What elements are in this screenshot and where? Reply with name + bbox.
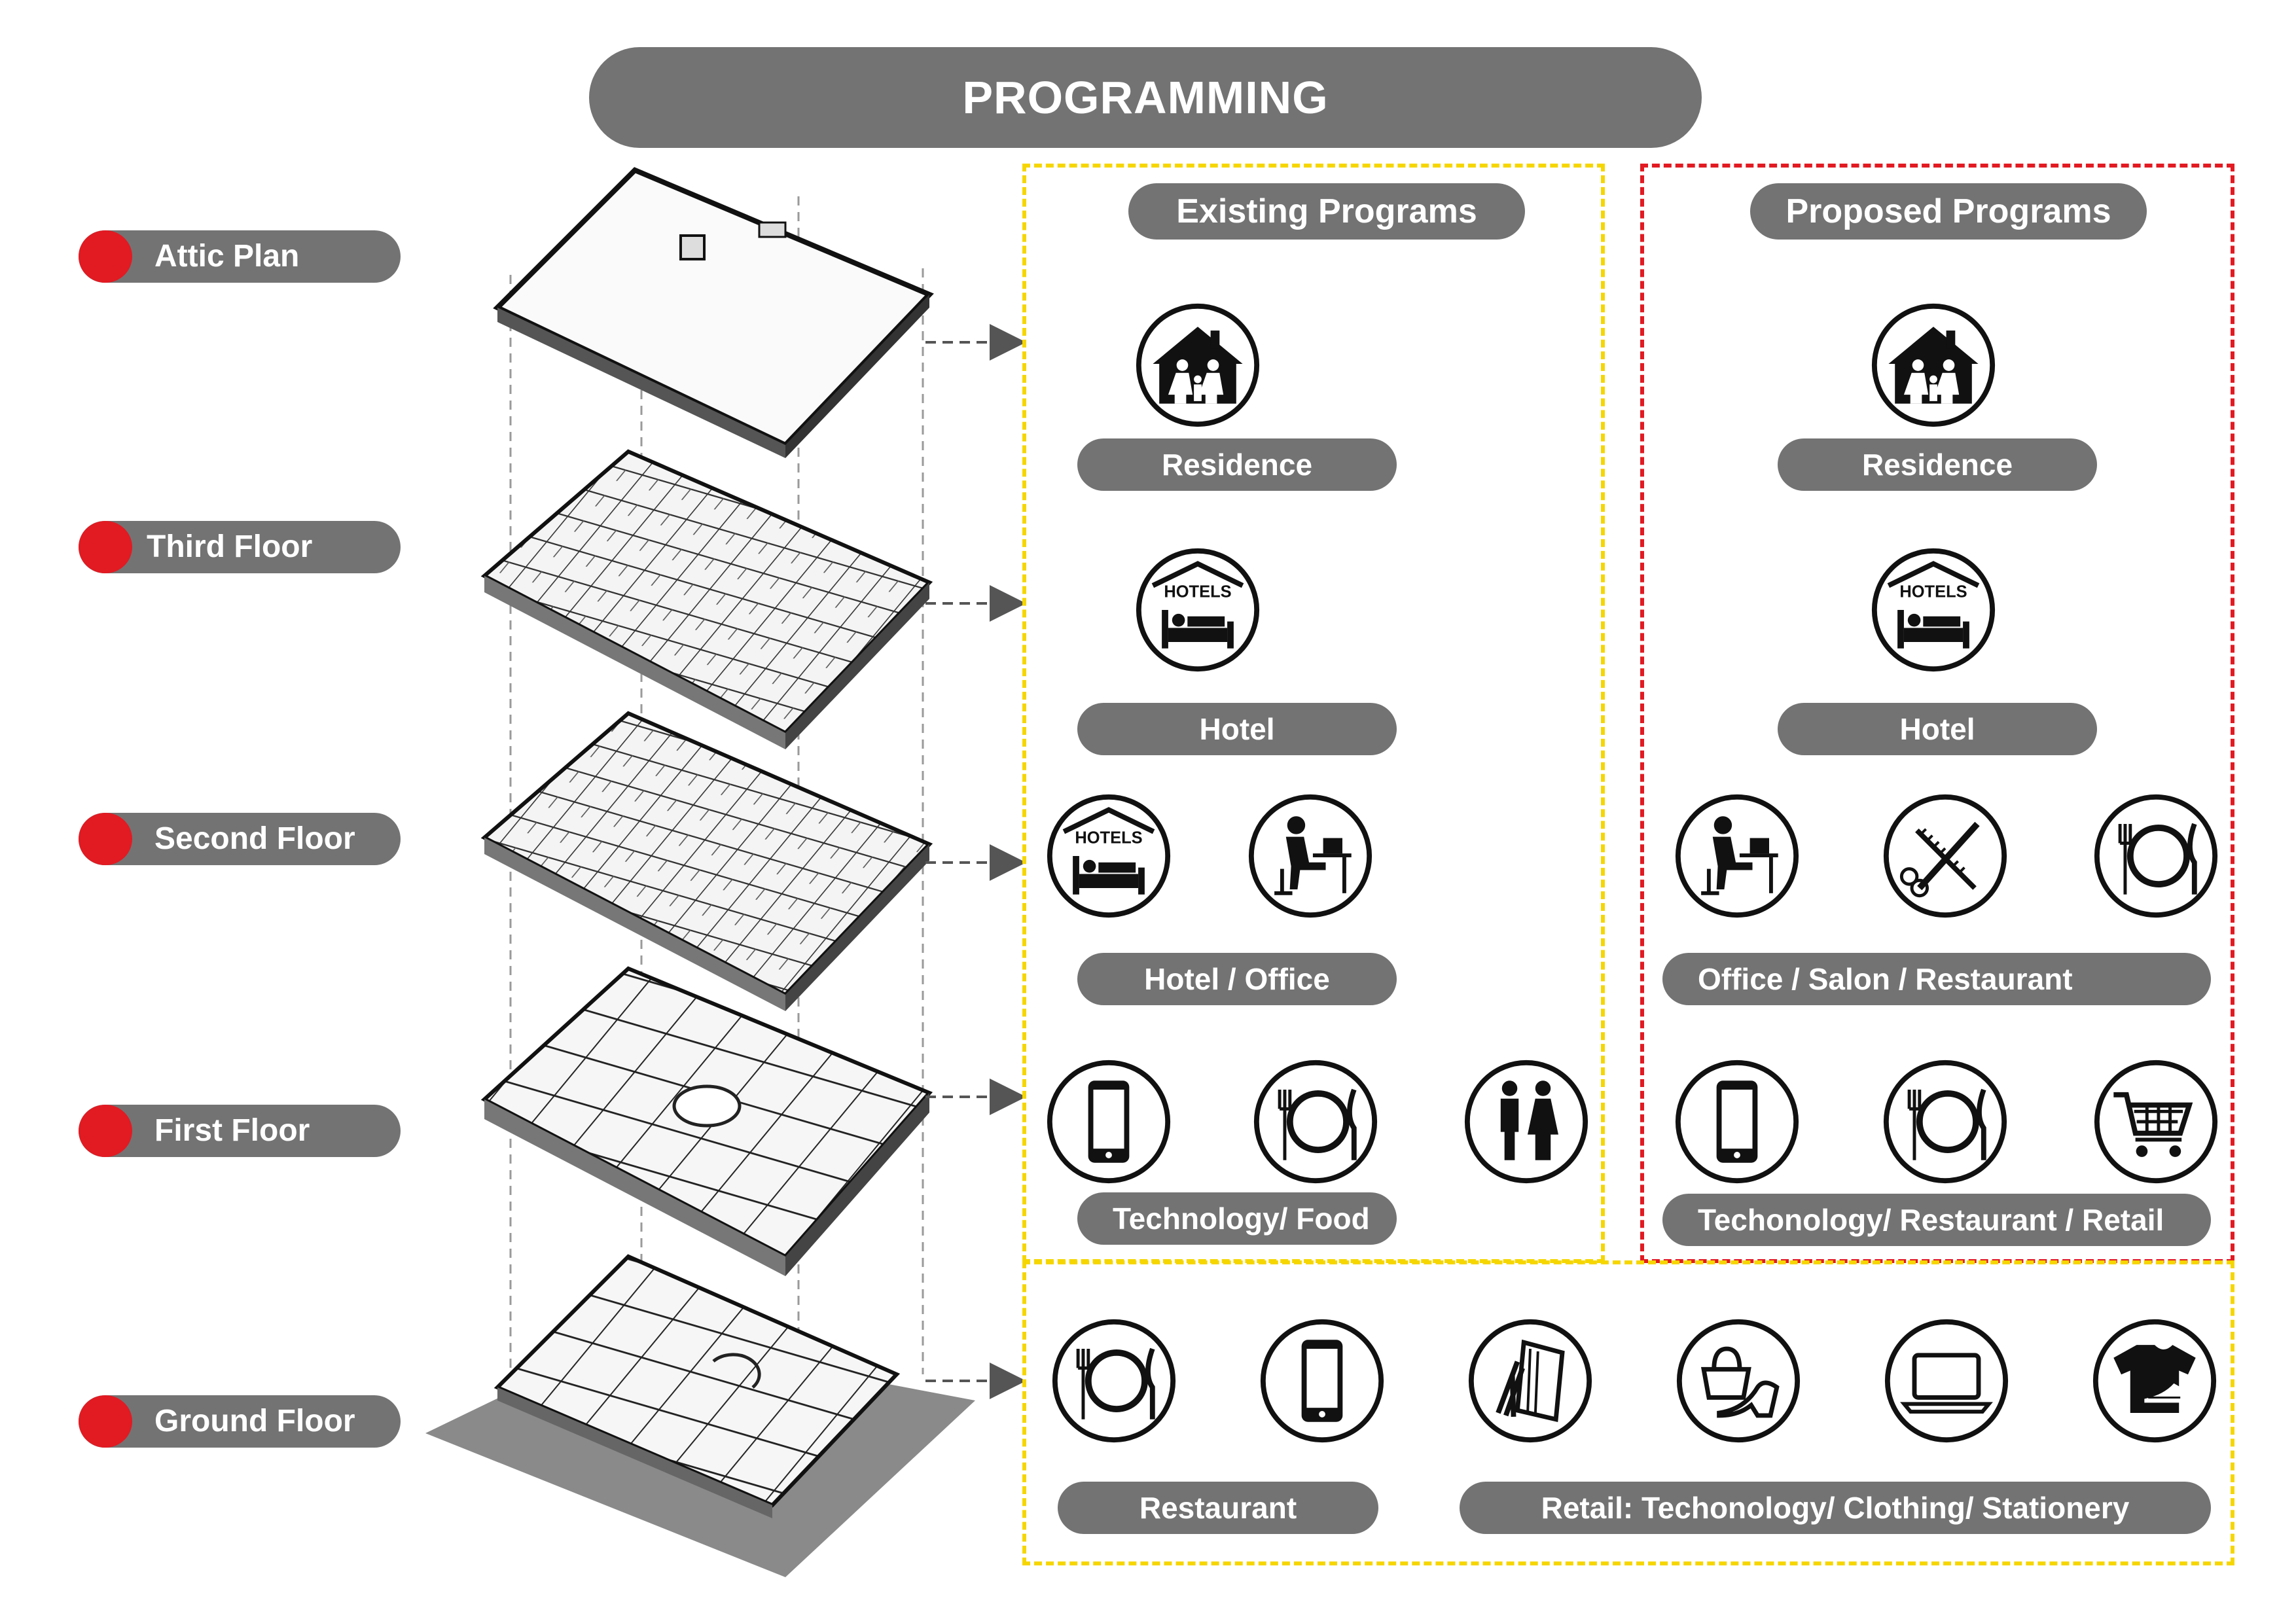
- floor-label-third: Third Floor: [79, 521, 401, 573]
- floor-pill: [79, 1395, 401, 1448]
- office-worker-icon: [1246, 792, 1374, 920]
- plate-cutlery-icon: [1251, 1058, 1380, 1186]
- existing-programs-header: Existing Programs: [1128, 183, 1525, 240]
- existing-first-program: Technology/ Food: [1077, 1192, 1397, 1245]
- plate-cutlery-icon: [2092, 792, 2220, 920]
- floor-label-text: Third Floor: [147, 529, 313, 564]
- exploded-axonometric-building: [425, 167, 975, 1577]
- office-worker-icon: [1673, 792, 1801, 920]
- smartphone-icon: [1673, 1058, 1801, 1186]
- floor-label-attic: Attic Plan: [79, 230, 401, 283]
- existing-attic-program: Residence: [1077, 438, 1397, 491]
- residence-icon: [1869, 301, 1998, 429]
- smartphone-icon: [1258, 1317, 1386, 1445]
- hotel-icon: HOTELS: [1869, 546, 1998, 674]
- red-dot-icon: [79, 1395, 132, 1448]
- proposed-first-program: Techonology/ Restaurant / Retail: [1662, 1194, 2211, 1246]
- floor-label-text: First Floor: [154, 1113, 310, 1148]
- smartphone-icon: [1045, 1058, 1173, 1186]
- page-title: PROGRAMMING: [589, 47, 1702, 148]
- floor-label-ground: Ground Floor: [79, 1395, 401, 1448]
- scissors-comb-icon: [1881, 792, 2009, 920]
- existing-third-program: Hotel: [1077, 703, 1397, 755]
- hotels-sign-text: HOTELS: [1899, 582, 1967, 601]
- attic-plan-slab: [493, 167, 934, 458]
- floor-pill: [79, 813, 401, 865]
- handbag-shoe-icon: [1674, 1317, 1803, 1445]
- red-dot-icon: [79, 521, 132, 573]
- floor-label-text: Ground Floor: [154, 1404, 355, 1438]
- stationery-icon: [1466, 1317, 1594, 1445]
- red-dot-icon: [79, 813, 132, 865]
- third-floor-slab: [480, 449, 933, 749]
- existing-second-program: Hotel / Office: [1077, 953, 1397, 1005]
- hotel-icon: HOTELS: [1045, 792, 1173, 920]
- floor-pill: [79, 521, 401, 573]
- laptop-icon: [1882, 1317, 2011, 1445]
- floor-label-text: Second Floor: [154, 821, 355, 856]
- floor-label-first: First Floor: [79, 1105, 401, 1157]
- first-floor-slab: [480, 966, 933, 1276]
- proposed-second-program: Office / Salon / Restaurant: [1662, 953, 2211, 1005]
- hotel-icon: HOTELS: [1134, 546, 1262, 674]
- hotels-sign-text: HOTELS: [1164, 582, 1231, 601]
- ground-programs-frame: [1022, 1260, 2234, 1565]
- ground-retail-program: Retail: Techonology/ Clothing/ Stationer…: [1460, 1482, 2211, 1534]
- floor-label-text: Attic Plan: [154, 239, 300, 274]
- ground-floor-slab: [425, 1254, 975, 1577]
- second-floor-slab: [480, 711, 933, 1011]
- clothing-tshirt-sneaker-icon: [2090, 1317, 2219, 1445]
- floor-pill: [79, 230, 401, 283]
- proposed-attic-program: Residence: [1778, 438, 2097, 491]
- ground-restaurant-program: Restaurant: [1058, 1482, 1378, 1534]
- floor-label-second: Second Floor: [79, 813, 401, 865]
- shopping-cart-icon: [2092, 1058, 2220, 1186]
- hotels-sign-text: HOTELS: [1075, 829, 1142, 847]
- proposed-third-program: Hotel: [1778, 703, 2097, 755]
- red-dot-icon: [79, 1105, 132, 1157]
- restroom-icon: [1462, 1058, 1590, 1186]
- plate-cutlery-icon: [1881, 1058, 2009, 1186]
- floor-pill: [79, 1105, 401, 1157]
- residence-icon: [1134, 301, 1262, 429]
- plate-cutlery-icon: [1050, 1317, 1178, 1445]
- red-dot-icon: [79, 230, 132, 283]
- proposed-programs-header: Proposed Programs: [1750, 183, 2147, 240]
